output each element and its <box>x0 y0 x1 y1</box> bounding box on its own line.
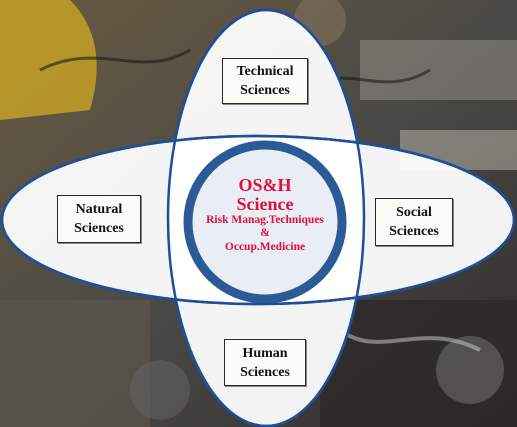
social-label-line2: Sciences <box>389 224 439 239</box>
center-label: OS&H Science Risk Manag.Techniques & Occ… <box>185 176 345 254</box>
social-label-line1: Social <box>396 205 432 220</box>
human-sciences-box: Human Sciences <box>224 339 306 386</box>
yellow-machine-shape <box>0 0 97 120</box>
natural-sciences-box: Natural Sciences <box>57 195 141 243</box>
center-line-5: Occup.Medicine <box>224 241 306 253</box>
technical-sciences-box: Technical Sciences <box>222 58 308 104</box>
center-line-4: & <box>260 227 270 239</box>
social-sciences-box: Social Sciences <box>375 198 453 246</box>
human-label-line1: Human <box>242 345 288 361</box>
center-circle <box>183 140 347 304</box>
center-line-3: Risk Manag.Techniques <box>206 214 324 226</box>
natural-label-line2: Sciences <box>74 221 124 236</box>
natural-label-line1: Natural <box>75 202 123 217</box>
human-label-line2: Sciences <box>240 364 290 380</box>
center-title-1: OS&H <box>238 175 292 195</box>
center-title-2: Science <box>236 194 294 214</box>
technical-label-line1: Technical <box>236 64 294 79</box>
technical-label-line2: Sciences <box>240 83 290 98</box>
